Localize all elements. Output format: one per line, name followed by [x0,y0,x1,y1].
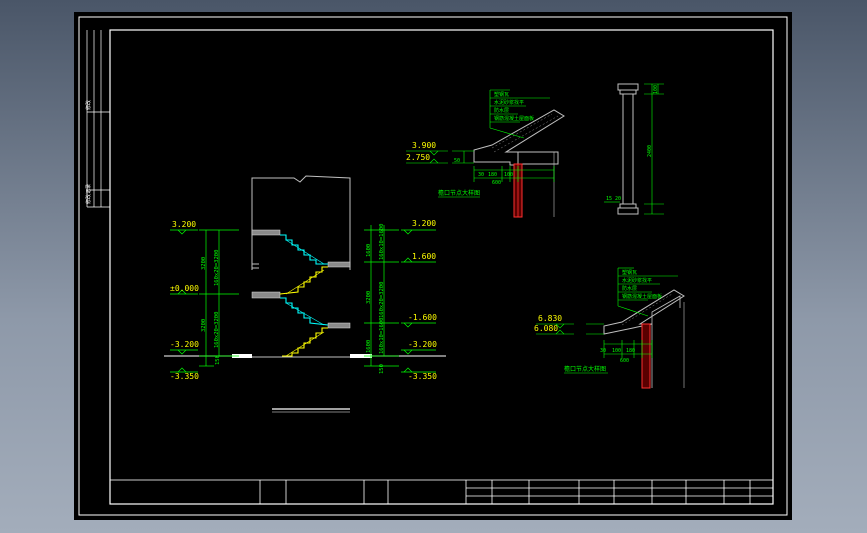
dim-right-4: 160x20=3200 [379,282,385,318]
eave1-note-1: 塑钢瓦 [494,91,509,98]
eave-detail-2: 塑钢瓦 水泥砂浆找平 防水层 钢筋混凝土屋面板 6.830 6.080 30 1… [534,267,685,389]
dim-left-3: 3200 [201,319,207,332]
level-right-2: 1.600 [412,252,436,261]
eave2-note-1: 塑钢瓦 [622,269,637,276]
eave2-note-2: 水泥砂浆找平 [622,277,652,284]
level-left-2: ±0.000 [170,284,199,293]
dim-right-6: 160x10=1600 [379,318,385,354]
dim-right-5: 1600 [366,340,372,353]
ground-hatch-left [232,354,252,358]
stair-flights [279,234,329,357]
dim-left-2: 160x20=3200 [214,250,220,286]
cad-drawing-canvas: 修改 修改记录 [78,16,788,516]
eave1-note-4: 钢筋混凝土屋面板 [494,115,534,122]
title-block [109,479,774,505]
dim-right-2: 160x10=1600 [379,224,385,260]
column-dim-side-1: 15 [606,196,612,202]
eave2-dim-4: 600 [620,358,629,364]
eave2-dim-1: 30 [600,348,606,354]
cad-viewport[interactable]: 修改 修改记录 [74,12,792,520]
eave1-level-1: 3.900 [412,141,436,150]
eave1-level-2: 2.750 [406,153,430,162]
stair-walls [251,175,351,270]
strip-label-record: 修改记录 [85,184,92,204]
eave1-dim-4: 100 [504,172,513,178]
column-dim-height: 2400 [647,145,653,157]
ground-hatch-right [350,354,372,358]
dim-left-1: 3200 [201,257,207,270]
outer-frame [78,16,788,516]
level-right-3: -1.600 [408,313,437,322]
stair-left-dimensions [170,229,239,373]
eave1-caption: 檐口节点大样图 [438,189,480,197]
level-left-1: 3.200 [172,220,196,229]
inner-frame [109,29,774,505]
binding-strip [86,30,110,208]
level-right-1: 3.200 [412,219,436,228]
eave1-dim-5: 600 [492,180,501,186]
eave2-caption: 檐口节点大样图 [564,365,606,373]
eave1-note-2: 水泥砂浆找平 [494,99,524,106]
dim-left-4: 160x20=3200 [214,312,220,348]
eave1-dim-3: 30 [478,172,484,178]
eave-detail-1: 塑钢瓦 水泥砂浆找平 防水层 钢筋混凝土屋面板 3.900 2.750 50 1… [406,89,565,218]
eave2-level-1: 6.830 [538,314,562,323]
eave2-dim-2: 100 [612,348,621,354]
dim-right-3: 3200 [366,291,372,304]
eave1-dim-2: 180 [488,172,497,178]
eave2-note-4: 钢筋混凝土屋面板 [622,293,662,300]
column-dim-side-2: 20 [615,196,621,202]
dim-right-7: 150 [379,364,385,374]
dim-right-1: 1600 [366,244,372,257]
stair-right-dimensions [364,225,436,373]
eave2-note-3: 防水层 [622,285,637,292]
column-detail: 2400 100 15 20 [604,83,664,215]
level-left-3: -3.200 [170,340,199,349]
level-left-4: -3.350 [170,372,199,381]
level-right-4: -3.200 [408,340,437,349]
eave2-dim-3: 180 [626,348,635,354]
column-dim-top: 100 [653,85,659,94]
eave2-level-2: 6.080 [534,324,558,333]
eave1-dim-1: 50 [454,158,460,164]
strip-label-revise: 修改 [85,100,92,110]
level-right-5: -3.350 [408,372,437,381]
eave1-note-3: 防水层 [494,107,509,114]
dim-left-5: 150 [215,355,221,365]
stair-section [164,175,446,413]
